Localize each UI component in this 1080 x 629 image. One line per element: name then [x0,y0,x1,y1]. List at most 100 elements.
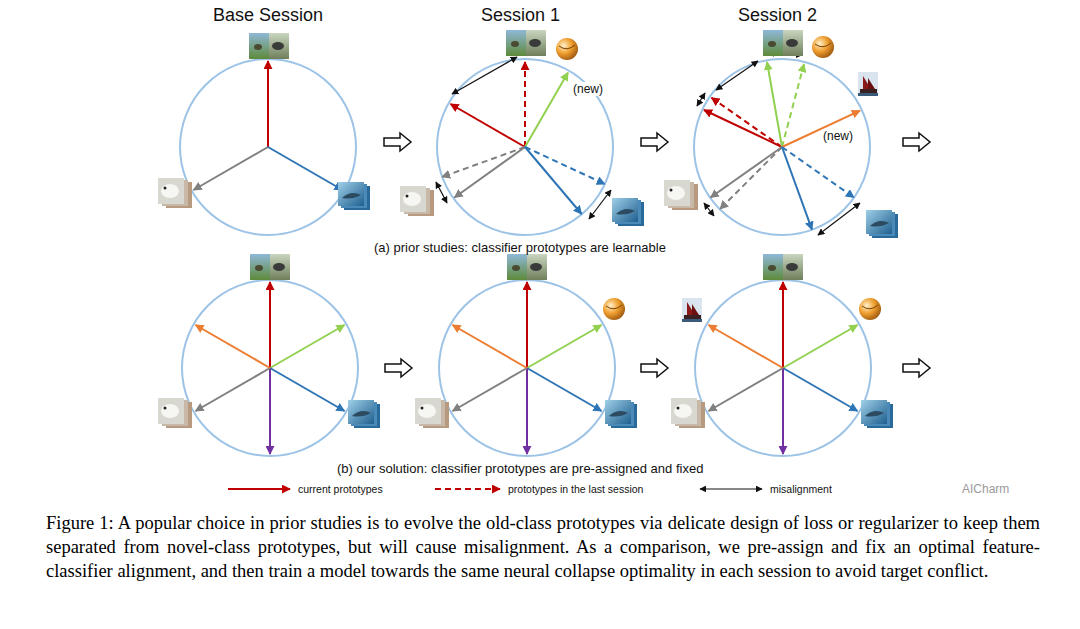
image-thumbnail [400,186,434,216]
prototype-arrow [526,368,528,454]
prototype-arrow [782,368,784,454]
legend-text: misalignment [770,483,832,496]
image-thumbnail [866,210,898,238]
transition-arrow [385,359,412,377]
session-heading: Session 1 [481,5,560,27]
legend-sample [435,488,500,490]
prototype-arrow [452,57,517,94]
prototype-arrow [527,325,602,368]
image-thumbnail [812,36,834,58]
prototype-arrow [704,203,714,216]
image-thumbnail [664,180,698,210]
prototype-arrow [194,147,269,190]
circle [437,59,613,235]
prototype-arrow [525,147,582,214]
watermark: AICharm [962,482,1009,496]
image-thumbnail [249,33,289,59]
circle [694,59,870,235]
prototype-arrow [270,325,345,368]
prototype-arrow [782,64,804,147]
prototype-arrow [782,111,860,147]
prototype-arrow [697,93,705,106]
row-b-session2 [695,280,871,456]
prototype-arrow [709,368,784,411]
row-b-session1 [439,280,615,456]
image-thumbnail [250,254,290,280]
image-thumbnail [859,298,881,320]
legend-sample [700,488,762,489]
image-thumbnail [861,400,893,428]
prototype-arrow [782,282,784,368]
prototype-arrow [196,325,271,368]
transition-arrow [384,133,411,151]
prototype-arrow [818,203,860,235]
image-thumbnail [507,254,547,280]
transition-arrow [903,133,930,151]
image-thumbnail [506,30,546,56]
transition-arrow [903,359,930,377]
figure-caption: Figure 1: A popular choice in prior stud… [46,511,1040,583]
prototype-arrow [783,368,858,411]
row-a-session1 [436,57,613,235]
new-tag: (new) [572,82,604,96]
prototype-arrow [709,325,784,368]
image-thumbnail [603,298,625,320]
image-thumbnail [671,398,705,428]
circle [695,280,871,456]
row-b-base [182,280,358,456]
prototype-arrow [455,147,526,198]
image-thumbnail [556,38,578,60]
prototype-arrow [720,147,782,209]
image-thumbnail [158,178,192,208]
transition-arrow [641,359,668,377]
prototype-arrow [712,98,783,147]
prototype-arrow [269,368,271,454]
prototype-arrow [453,325,528,368]
image-thumbnail [612,198,644,226]
circle [439,280,615,456]
prototype-arrow [270,368,345,411]
prototype-arrow [451,104,526,147]
image-thumbnail [763,254,803,280]
prototype-arrow [436,182,447,203]
circle [182,280,358,456]
prototype-arrow [267,61,269,147]
prototype-arrow [783,325,858,368]
row-a-base [180,59,356,235]
image-thumbnail [338,182,370,210]
prototype-arrow [196,368,271,411]
prototype-arrow [442,147,525,177]
prototype-arrow [268,147,343,190]
prototype-arrow [589,190,611,219]
circle [180,59,356,235]
prototype-arrow [524,62,526,147]
row-label: (b) our solution: classifier prototypes … [337,461,703,477]
image-thumbnail [158,398,192,428]
image-thumbnail [348,400,380,428]
image-thumbnail [858,72,878,96]
prototype-arrow [269,282,271,368]
prototype-arrow [525,73,568,148]
prototype-arrow [782,147,812,230]
image-thumbnail [682,298,702,322]
new-tag: (new) [822,129,854,143]
prototype-arrow [525,147,605,184]
prototype-arrow [704,110,782,147]
prototype-arrow [527,368,602,411]
session-heading: Session 2 [738,5,817,27]
legend-sample [228,488,290,490]
legend-text: current prototypes [298,483,383,496]
session-heading: Base Session [213,5,323,27]
legend-text: prototypes in the last session [508,483,643,496]
image-thumbnail [605,400,637,428]
prototype-arrow [711,147,783,198]
prototype-arrow [526,282,528,368]
prototype-arrow [782,147,854,198]
transition-arrow [641,133,668,151]
image-thumbnail [415,398,449,428]
prototype-arrow [716,61,758,90]
image-thumbnail [763,30,803,56]
prototype-arrow [767,62,782,147]
